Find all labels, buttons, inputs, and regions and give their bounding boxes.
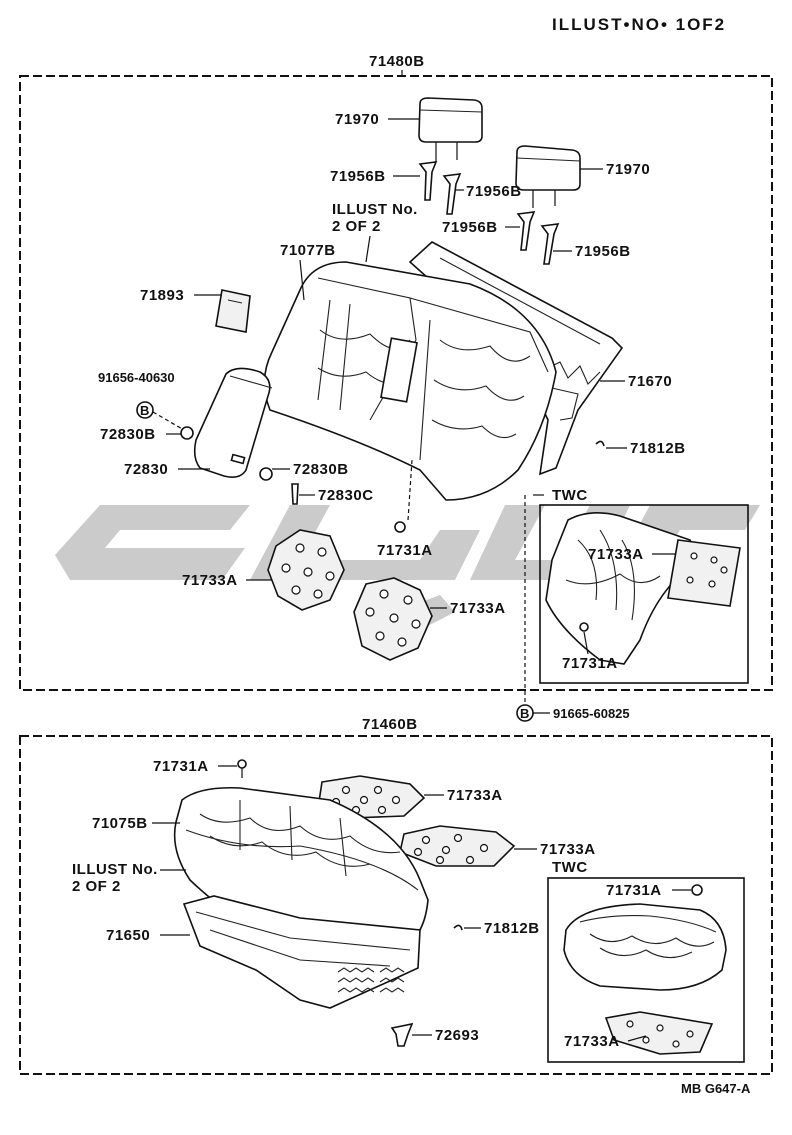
lower-twc-fastener-label: 71731A [606,882,662,899]
lower-twc-title: TWC [552,859,588,876]
lower-plate-b [399,825,516,867]
hook-part [595,440,605,447]
bolt-ref-leader [152,411,185,431]
upper-illust-ref-line2: 2 OF 2 [332,218,381,235]
bolt-ref-symbol-text: B [140,403,149,418]
upper-assembly-label: 71480B [369,53,425,70]
lower-clip-label: 72693 [435,1027,479,1044]
frame-label: 71670 [628,373,672,390]
bolt-ref-label: 91656-40630 [98,370,175,385]
plate-b [353,577,433,661]
support-b-label: 71956B [466,183,522,200]
back-cover-leader [299,259,305,301]
fastener-part [394,521,406,533]
bolt-ref-symbol [136,401,154,419]
clip-c-label: 72830C [318,487,374,504]
back-cover-label: 71077B [280,242,336,259]
support-d [540,223,560,265]
plate-a-label: 71733A [182,572,238,589]
support-d-label: 71956B [575,243,631,260]
lower-twc-plate-leader [627,1035,647,1042]
screw-ref-symbol-text: B [520,706,529,721]
pad-label: 71893 [140,287,184,304]
lower-twc-illustration [563,884,727,1055]
cushion-frame-label: 71650 [106,927,150,944]
headrest-right [515,145,581,208]
lower-twc-box [547,877,745,1063]
lower-assembly-label: 71460B [362,716,418,733]
headrest-right-label: 71970 [606,161,650,178]
screw-ref-label: 91665-60825 [553,706,630,721]
fastener-label: 71731A [377,542,433,559]
cushion-cover-label: 71075B [92,815,148,832]
lower-illust-ref-line1: ILLUST No. [72,861,158,878]
seat-back-cover [263,261,557,501]
pad-part [215,289,251,333]
lower-hook-part [453,924,463,931]
armrest-label: 72830 [124,461,168,478]
headrest-left [418,97,483,162]
clip-a [180,426,194,440]
clip-b [259,467,273,481]
lower-plate-b-label: 71733A [540,841,596,858]
lower-fastener-label: 71731A [153,758,209,775]
support-b [442,173,462,215]
lower-plate-a-label: 71733A [447,787,503,804]
upper-twc-fastener-label: 71731A [562,655,618,672]
support-a [418,161,438,201]
upper-twc-illustration [545,512,741,665]
support-c-label: 71956B [442,219,498,236]
headrest-left-label: 71970 [335,111,379,128]
seat-cushion-frame [182,895,421,1009]
fastener-dashed-leader [407,459,413,521]
upper-twc-title: TWC [552,487,588,504]
hook-label: 71812B [630,440,686,457]
upper-illust-ref-line1: ILLUST No. [332,201,418,218]
plate-b-label: 71733A [450,600,506,617]
upper-assembly-box [19,75,773,691]
drawing-code: MB G647-A [681,1081,751,1096]
lower-hook-label: 71812B [484,920,540,937]
upper-twc-plate-label: 71733A [588,546,644,563]
lower-twc-plate-label: 71733A [564,1033,620,1050]
lower-assembly-box [19,735,773,1075]
upper-illust-ref-leader [365,235,371,263]
support-c [516,211,536,251]
lower-clip-part [390,1022,414,1047]
lower-fastener-part [237,759,247,778]
clip-c [291,483,299,505]
upper-twc-box [539,504,749,684]
illust-number: ILLUST•NO• 1OF2 [552,15,726,34]
plate-a [267,529,345,611]
upper-twc-fastener-leader [583,631,589,655]
clip-a-label: 72830B [100,426,156,443]
clip-b-label: 72830B [293,461,349,478]
lower-illust-ref-line2: 2 OF 2 [72,878,121,895]
support-a-label: 71956B [330,168,386,185]
armrest-part [193,367,273,478]
